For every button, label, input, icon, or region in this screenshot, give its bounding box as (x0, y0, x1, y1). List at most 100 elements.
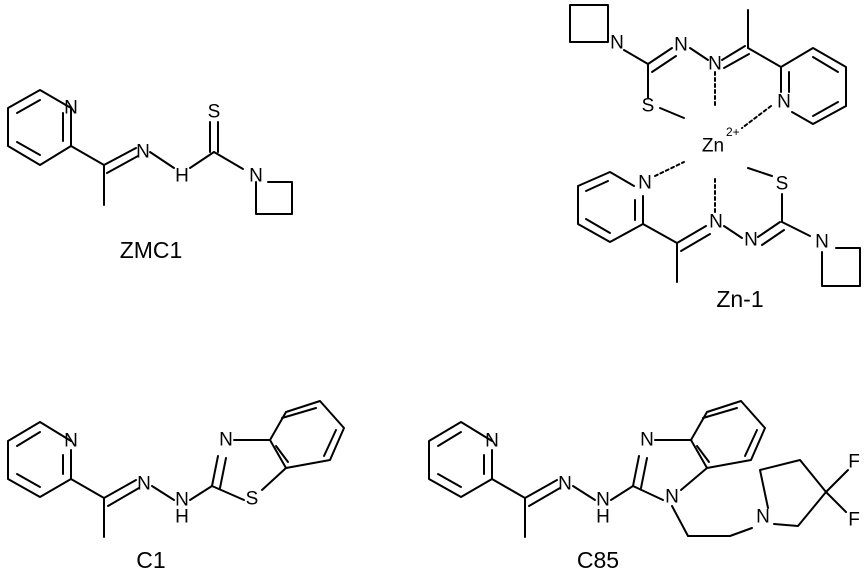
c1-ring-double-1 (16, 431, 41, 447)
c1-atom-n-thiazole: N (219, 430, 233, 451)
zn1-atom-s-bottom: S (776, 174, 789, 195)
c1-ring-double-2 (16, 473, 41, 488)
zn1-charge: 2+ (726, 125, 740, 139)
c1-pyridine-ring (7, 421, 72, 498)
zn1-bottom-c-n-azetidine (781, 221, 811, 237)
c85-label: C85 (577, 547, 619, 573)
zn1-atom-n-top-imine: N (674, 35, 688, 56)
c85-cf-bond-1 (825, 469, 849, 493)
c1-c-s (211, 485, 245, 501)
zmc1-atom-s: S (208, 102, 221, 123)
zn1-bottom-c-n-double-b (680, 233, 711, 252)
c1-atom-n-pyridine: N (64, 431, 78, 452)
c85-c-n-double-b (528, 487, 561, 507)
c1-c-n-double-a (211, 455, 219, 487)
zn1-bottom-ring-c (642, 223, 678, 244)
c1-fused-bond (269, 439, 287, 469)
c1-atom-n-hydrazine: N (175, 490, 189, 511)
c85-benzene-double-3 (696, 445, 710, 463)
c1-label: C1 (136, 547, 165, 573)
zn1-bottom-pyridine-ring (577, 171, 644, 243)
c85-atom-n-hydrazine: N (596, 490, 610, 511)
c85-n-nh (572, 485, 596, 501)
c85-pyridine-ring (428, 421, 493, 498)
c1-benzene-double-1 (281, 407, 317, 419)
zn1-top-pyridine-ring (780, 47, 847, 125)
c85-c-n-double-b (640, 457, 648, 489)
zmc1-structure: N N H S N ZMC1 (7, 89, 293, 263)
c1-structure: N N N H N S C1 (7, 400, 345, 573)
zn1-bottom-ring-double-2 (585, 218, 611, 234)
c85-c-n-double-a (524, 479, 558, 499)
c1-c-n-double-b (107, 487, 140, 507)
zmc1-c-n-double-a (103, 147, 137, 166)
zn1-bottom-ring-double-1 (585, 180, 609, 192)
zn1-atom-n-top-azetidine: N (610, 33, 624, 54)
c85-cf-bond-2 (825, 491, 847, 513)
c1-benzene-double-2 (323, 429, 337, 457)
zmc1-atom-n-imine: N (136, 142, 150, 163)
c85-atom-n1-imidazole: N (665, 487, 679, 508)
c85-atom-n-pyrrolidine: N (756, 507, 770, 528)
zn1-bottom-n-n (723, 225, 743, 239)
zn1-top-ring-double-1 (812, 56, 839, 73)
c85-atom-h: H (596, 507, 610, 528)
zmc1-ring-double-1 (16, 99, 41, 114)
zn1-atom-n-bottom-pyridine: N (638, 173, 652, 194)
zmc1-n-nh (149, 151, 175, 169)
zmc1-azetidine-ring (255, 181, 293, 215)
zn1-bottom-n-c-double-a (757, 221, 781, 238)
c85-atom-f-2: F (848, 510, 860, 531)
c85-nh-c (610, 485, 634, 501)
c85-n-ch2 (671, 505, 689, 537)
zn1-top-ring-double-2 (812, 101, 839, 117)
zn1-top-coord-dash (741, 105, 772, 129)
zn1-atom-zinc: Zn (702, 136, 724, 157)
c85-atom-f-1: F (848, 452, 860, 473)
c1-c-n-double-a (103, 479, 137, 499)
zmc1-c-n-azetidine (213, 151, 244, 170)
c1-ring-c (70, 478, 105, 499)
zmc1-atom-n-pyridine: N (64, 98, 78, 119)
zn1-atom-n-bottom-hydrazone: N (709, 212, 723, 233)
c85-n1-ring (680, 467, 708, 491)
c1-s-ring (261, 467, 287, 491)
zmc1-atom-h: H (175, 166, 189, 187)
zmc1-atom-n-azetidine: N (249, 166, 263, 187)
c85-structure: N N N H N N N F F C85 (428, 400, 860, 573)
zmc1-ring-double-2 (16, 141, 41, 156)
c85-atom-n-imine: N (558, 474, 572, 495)
zn1-atom-s-top: S (642, 96, 655, 117)
c85-benzene-double-2 (744, 429, 758, 457)
c1-c-n-double-b (219, 457, 227, 489)
zn1-top-n-n (689, 47, 709, 61)
zn1-bottom-n-c-double-b (761, 229, 785, 246)
zn1-bottom-s-me (747, 167, 773, 177)
zmc1-nh-c (189, 151, 215, 169)
c85-benzene-double-1 (702, 407, 738, 419)
c85-c-n1 (632, 485, 664, 501)
c85-ring-double-1 (437, 431, 462, 447)
c85-ring-c (491, 478, 526, 499)
zn1-top-s-me (659, 107, 685, 119)
zn1-structure: N N S N Zn 2+ N N N N S N Zn-1 (569, 4, 861, 312)
zn1-bottom-coord-dash (654, 161, 685, 177)
zn1-bottom-c-n-double-a (676, 225, 707, 244)
zn1-atom-n-bottom-azetidine: N (815, 232, 829, 253)
zmc1-label: ZMC1 (120, 237, 183, 263)
c1-n-nh (151, 485, 175, 501)
c85-pyrrolidine-ring (759, 459, 827, 527)
zmc1-pyridine-ring (7, 89, 72, 166)
c1-atom-n-imine: N (137, 474, 151, 495)
c85-ring-double-2 (437, 473, 462, 488)
zn1-top-n-c (623, 49, 649, 65)
zn1-top-c-n-double-a (647, 47, 673, 65)
c1-atom-s-thiazole: S (246, 489, 259, 510)
zn1-atom-n-bottom-imine: N (744, 230, 758, 251)
zn1-bottom-azetidine-ring (821, 247, 861, 287)
c85-c-n-double-a (632, 455, 640, 487)
zmc1-c-n-double-b (106, 155, 139, 174)
zmc1-bond-ring-c (70, 145, 105, 166)
